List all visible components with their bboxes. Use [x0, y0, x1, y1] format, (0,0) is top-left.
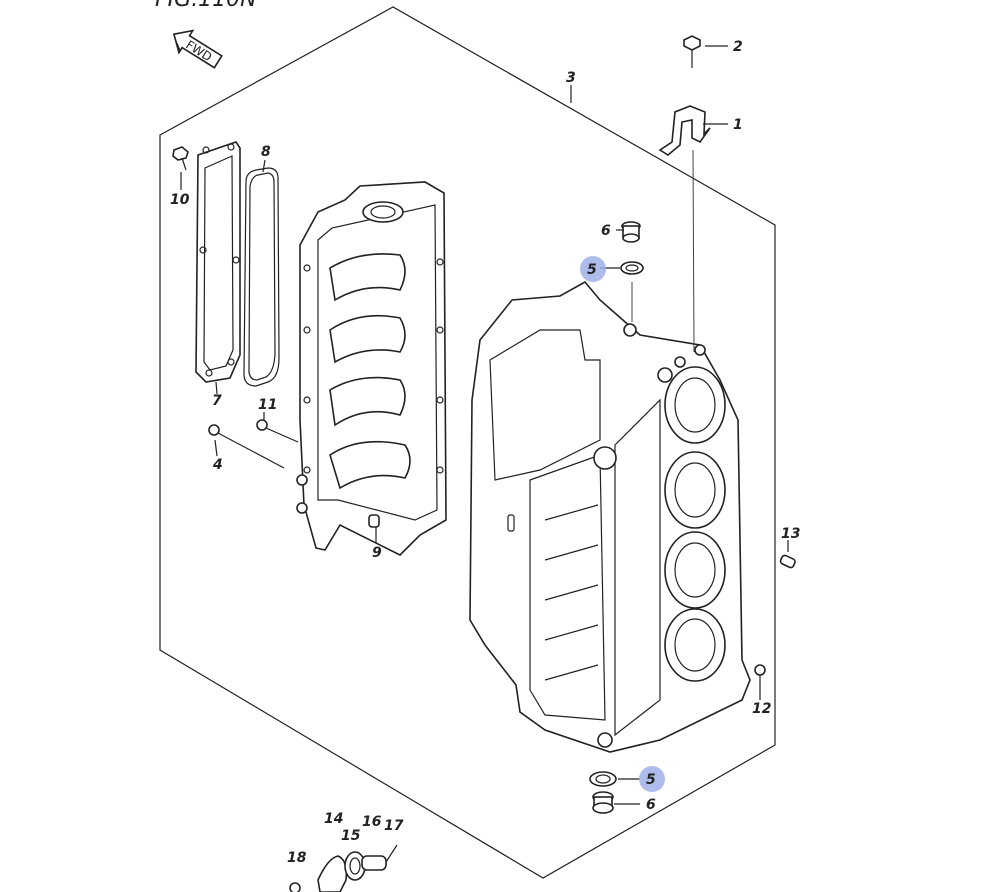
callout-12: 12	[752, 701, 771, 717]
callout-14: 14	[324, 811, 343, 827]
dowel-13-part	[779, 554, 796, 569]
plug-6-bottom-part	[592, 791, 614, 814]
callout-16: 16	[362, 814, 382, 830]
callout-13: 13	[781, 526, 800, 542]
washer-5-bottom-part	[589, 771, 617, 787]
bolt-11-part	[256, 419, 299, 443]
assembly-boundary	[159, 6, 776, 879]
leader-lines	[180, 45, 789, 805]
callout-6-top: 6	[601, 223, 611, 239]
callout-2: 2	[733, 39, 743, 55]
fwd-arrow-icon: FWD	[172, 29, 223, 69]
screw-12-part	[754, 664, 766, 690]
cover-14-part	[317, 855, 348, 892]
callout-5-top: 5	[587, 262, 597, 278]
callout-15: 15	[341, 828, 361, 844]
callout-5-bottom: 5	[646, 772, 656, 788]
bolt-2-guide-line	[692, 149, 695, 353]
bolt-2-part	[683, 35, 701, 68]
part-16-part	[361, 855, 387, 871]
callout-18: 18	[287, 850, 307, 866]
callout-8: 8	[261, 144, 271, 160]
callout-4: 4	[212, 457, 223, 473]
cylinder-block-part	[469, 280, 751, 753]
figure-title: FIG.110N	[155, 0, 257, 12]
callout-7: 7	[212, 393, 222, 409]
bracket-1-part	[658, 105, 711, 156]
callout-5-highlight-top[interactable]	[580, 256, 606, 282]
bolt-10-part	[172, 146, 189, 171]
callout-11: 11	[258, 397, 277, 413]
cylinder-head-part	[296, 181, 447, 556]
callout-5-highlight-bottom[interactable]	[639, 766, 665, 792]
callout-9: 9	[372, 545, 382, 561]
part-18-part	[289, 882, 301, 892]
callout-10: 10	[170, 192, 190, 208]
callout-17: 17	[384, 818, 404, 834]
plug-6-top-part	[621, 221, 641, 243]
part-17-part	[385, 844, 398, 863]
bolt-4-part	[208, 424, 285, 469]
dowel-pin-9-part	[368, 514, 380, 528]
callout-1: 1	[733, 117, 743, 133]
callout-3: 3	[566, 70, 576, 86]
washer-5-top-part	[620, 261, 644, 275]
head-cover-part	[195, 141, 241, 383]
callout-6-bottom: 6	[646, 797, 656, 813]
head-cover-gasket-part	[243, 167, 280, 387]
